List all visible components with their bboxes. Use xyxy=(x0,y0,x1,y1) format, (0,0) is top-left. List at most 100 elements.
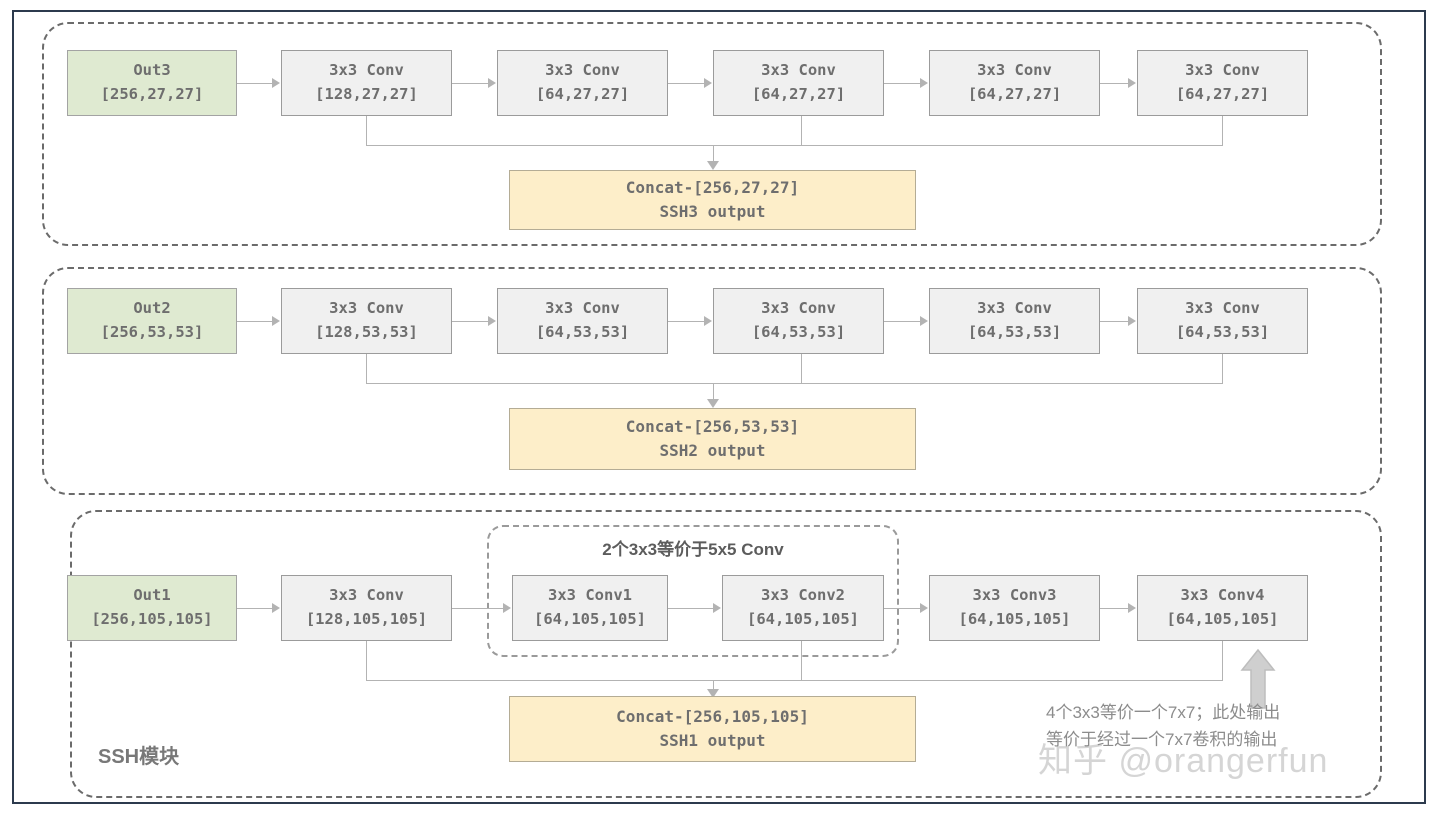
bus-ssh2 xyxy=(366,383,1223,384)
connector-ssh1-4 xyxy=(884,608,921,609)
node-label-line2: [128,27,27] xyxy=(315,85,418,103)
node-ssh2-out2[interactable]: Out2 [256,53,53] xyxy=(67,288,237,354)
callout-note-line1: 4个3x3等价一个7x7；此处输出 xyxy=(1046,703,1281,722)
arrowhead-ssh1-4 xyxy=(920,603,928,613)
callout-up-arrow-icon xyxy=(1240,648,1276,710)
node-ssh3-conv2[interactable]: 3x3 Conv [64,27,27] xyxy=(497,50,668,116)
node-label-line2: [64,53,53] xyxy=(1175,323,1270,341)
arrowhead-ssh1-3 xyxy=(713,603,721,613)
node-label-line2: [128,53,53] xyxy=(315,323,418,341)
arrowhead-ssh2-2 xyxy=(488,316,496,326)
node-label-line1: Out2 xyxy=(133,299,171,318)
node-ssh1-conv1[interactable]: 3x3 Conv [128,105,105] xyxy=(281,575,452,641)
connector-ssh3-5 xyxy=(1100,83,1129,84)
node-label-line1: 3x3 Conv xyxy=(329,299,404,318)
node-ssh3-conv1[interactable]: 3x3 Conv [128,27,27] xyxy=(281,50,452,116)
panel-ssh1 xyxy=(70,510,1382,798)
arrowhead-ssh3-concat xyxy=(707,161,719,170)
node-label-line2: [64,53,53] xyxy=(751,323,846,341)
node-label-line2: [64,105,105] xyxy=(1166,610,1279,628)
subpanel-two-3x3-equals-5x5: 2个3x3等价于5x5 Conv xyxy=(487,525,899,657)
node-label-line2: [64,27,27] xyxy=(751,85,846,103)
bus-drop-ssh2-b xyxy=(801,354,802,383)
arrowhead-ssh1-5 xyxy=(1128,603,1136,613)
arrowhead-ssh2-3 xyxy=(704,316,712,326)
node-label-line2: [64,105,105] xyxy=(747,610,859,628)
bus-drop-ssh1-a xyxy=(366,641,367,680)
node-label-line2: [256,27,27] xyxy=(100,85,204,103)
callout-note-line2: 等价于经过一个7x7卷积的输出 xyxy=(1046,730,1278,749)
node-label-line2: [64,53,53] xyxy=(535,323,630,341)
node-ssh2-conv2[interactable]: 3x3 Conv [64,53,53] xyxy=(497,288,668,354)
bus-drop-ssh3-b xyxy=(801,116,802,145)
node-label-line1: 3x3 Conv xyxy=(329,586,404,605)
connector-ssh1-3 xyxy=(668,608,714,609)
concat-label-line2: SSH1 output xyxy=(659,731,766,750)
node-ssh1-conv4[interactable]: 3x3 Conv3 [64,105,105] xyxy=(929,575,1100,641)
subpanel-label: 2个3x3等价于5x5 Conv xyxy=(602,540,784,559)
node-ssh1-conv5[interactable]: 3x3 Conv4 [64,105,105] xyxy=(1137,575,1308,641)
node-label-line1: 3x3 Conv xyxy=(1185,299,1260,318)
bus-drop-ssh1-c xyxy=(1222,641,1223,680)
node-label-line1: 3x3 Conv4 xyxy=(1180,586,1265,605)
connector-ssh3-1 xyxy=(237,83,273,84)
connector-ssh2-1 xyxy=(237,321,273,322)
node-ssh2-conv3[interactable]: 3x3 Conv [64,53,53] xyxy=(713,288,884,354)
connector-ssh1-2 xyxy=(452,608,504,609)
bus-stem-ssh3 xyxy=(713,145,714,162)
connector-ssh2-2 xyxy=(452,321,489,322)
bus-drop-ssh1-b xyxy=(801,641,802,680)
node-ssh2-conv4[interactable]: 3x3 Conv [64,53,53] xyxy=(929,288,1100,354)
node-ssh3-conv5[interactable]: 3x3 Conv [64,27,27] xyxy=(1137,50,1308,116)
module-title: SSH模块 xyxy=(98,746,180,768)
arrowhead-ssh1-concat xyxy=(707,689,719,698)
arrowhead-ssh2-4 xyxy=(920,316,928,326)
bus-ssh3 xyxy=(366,145,1223,146)
concat-label-line1: Concat-[256,27,27] xyxy=(625,177,800,197)
node-ssh1-out1[interactable]: Out1 [256,105,105] xyxy=(67,575,237,641)
arrowhead-ssh2-concat xyxy=(707,399,719,408)
connector-ssh2-4 xyxy=(884,321,921,322)
bus-stem-ssh1 xyxy=(713,680,714,690)
node-label-line1: Out1 xyxy=(133,586,171,605)
bus-drop-ssh2-a xyxy=(366,354,367,383)
node-label-line1: Out3 xyxy=(133,61,171,80)
concat-label-line2: SSH2 output xyxy=(659,441,766,460)
connector-ssh1-1 xyxy=(237,608,273,609)
bus-drop-ssh3-a xyxy=(366,116,367,145)
node-label-line1: 3x3 Conv xyxy=(545,299,620,318)
arrowhead-ssh3-4 xyxy=(920,78,928,88)
connector-ssh2-5 xyxy=(1100,321,1129,322)
node-label-line1: 3x3 Conv xyxy=(329,61,404,80)
node-ssh3-concat[interactable]: Concat-[256,27,27] SSH3 output xyxy=(509,170,916,230)
node-ssh2-conv1[interactable]: 3x3 Conv [128,53,53] xyxy=(281,288,452,354)
concat-label-line1: Concat-[256,105,105] xyxy=(616,706,809,726)
node-ssh2-conv5[interactable]: 3x3 Conv [64,53,53] xyxy=(1137,288,1308,354)
node-ssh1-conv3[interactable]: 3x3 Conv2 [64,105,105] xyxy=(722,575,884,641)
node-ssh2-concat[interactable]: Concat-[256,53,53] SSH2 output xyxy=(509,408,916,470)
arrowhead-ssh3-5 xyxy=(1128,78,1136,88)
bus-drop-ssh2-c xyxy=(1222,354,1223,383)
node-ssh3-conv4[interactable]: 3x3 Conv [64,27,27] xyxy=(929,50,1100,116)
bus-ssh1 xyxy=(366,680,1223,681)
node-label-line2: [256,105,105] xyxy=(91,610,213,628)
node-label-line1: 3x3 Conv xyxy=(977,61,1052,80)
node-label-line2: [64,105,105] xyxy=(534,610,646,628)
node-label-line2: [256,53,53] xyxy=(100,323,204,341)
connector-ssh3-2 xyxy=(452,83,489,84)
node-label-line1: 3x3 Conv3 xyxy=(972,586,1057,605)
node-ssh1-concat[interactable]: Concat-[256,105,105] SSH1 output xyxy=(509,696,916,762)
arrowhead-ssh3-2 xyxy=(488,78,496,88)
node-label-line2: [64,27,27] xyxy=(967,85,1062,103)
connector-ssh1-5 xyxy=(1100,608,1129,609)
arrowhead-ssh3-3 xyxy=(704,78,712,88)
connector-ssh2-3 xyxy=(668,321,705,322)
node-label-line1: 3x3 Conv xyxy=(545,61,620,80)
node-ssh3-out3[interactable]: Out3 [256,27,27] xyxy=(67,50,237,116)
node-label-line2: [64,27,27] xyxy=(535,85,630,103)
node-label-line2: [64,53,53] xyxy=(967,323,1062,341)
connector-ssh3-3 xyxy=(668,83,705,84)
node-ssh3-conv3[interactable]: 3x3 Conv [64,27,27] xyxy=(713,50,884,116)
node-ssh1-conv2[interactable]: 3x3 Conv1 [64,105,105] xyxy=(512,575,668,641)
arrowhead-ssh1-1 xyxy=(272,603,280,613)
